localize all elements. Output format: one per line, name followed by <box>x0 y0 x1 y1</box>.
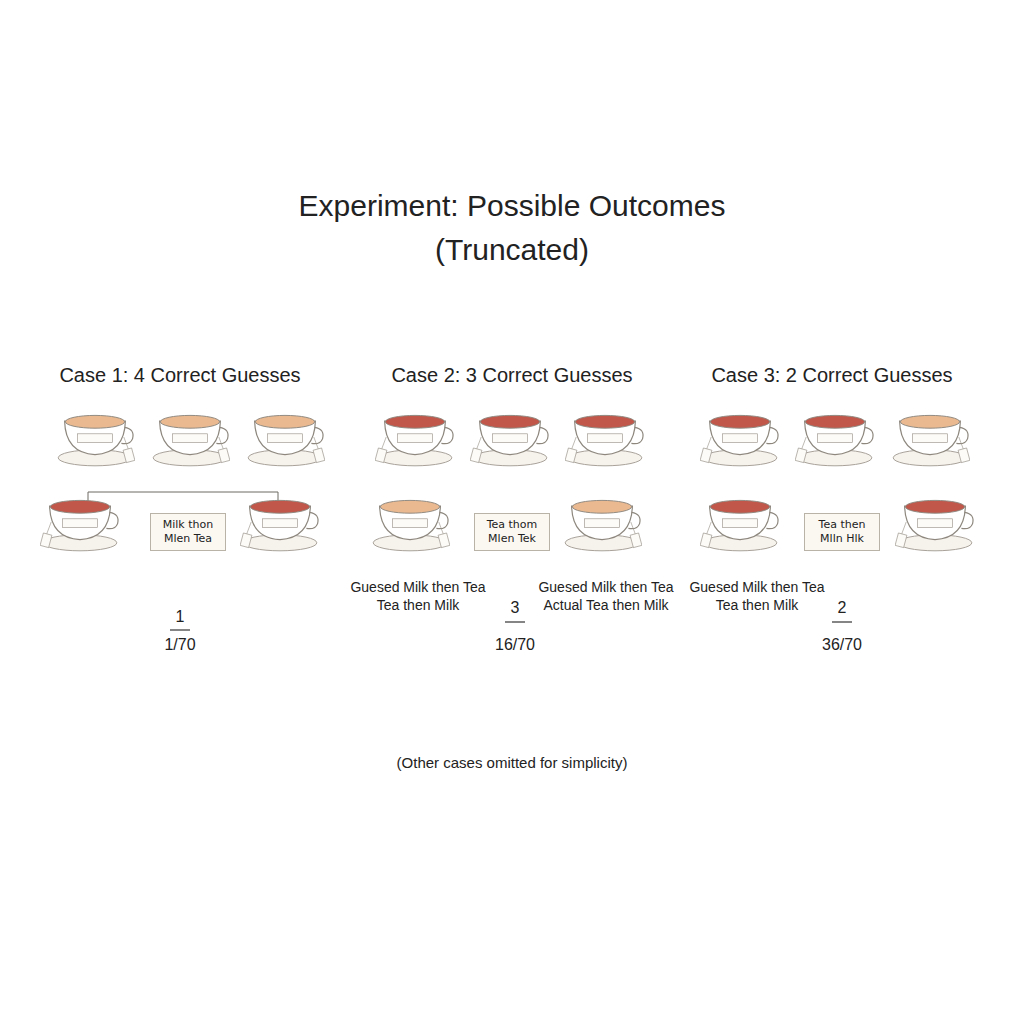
count-number: 3 <box>511 599 520 617</box>
cup-note: Tea then Milk <box>716 597 798 613</box>
cup-note: Tea then Milk <box>377 597 459 613</box>
box-text: Tea then Mlln Hlk <box>810 518 874 546</box>
case-heading: Case 1: 4 Correct Guesses <box>59 364 300 387</box>
count-number: 1 <box>176 608 185 626</box>
cup-note: Guesed Milk then Tea <box>538 579 673 595</box>
cup-note: Guesed Milk then Tea <box>689 579 824 595</box>
label-box: Milk thon Mlen Tea <box>150 513 226 551</box>
diagram-title: Experiment: Possible Outcomes (Truncated… <box>277 184 747 272</box>
count-number: 2 <box>838 599 847 617</box>
cup-note: Guesed Milk then Tea <box>350 579 485 595</box>
box-text: Milk thon Mlen Tea <box>156 518 220 546</box>
label-box: Tea then Mlln Hlk <box>804 513 880 551</box>
probability-fraction: 16/70 <box>495 636 535 654</box>
box-text: Tea thom Mlen Tek <box>480 518 544 546</box>
probability-fraction: 36/70 <box>822 636 862 654</box>
label-box: Tea thom Mlen Tek <box>474 513 550 551</box>
probability-fraction: 1/70 <box>164 636 195 654</box>
case-heading: Case 2: 3 Correct Guesses <box>391 364 632 387</box>
cup-note: Actual Tea then Milk <box>543 597 668 613</box>
case-heading: Case 3: 2 Correct Guesses <box>711 364 952 387</box>
caption: (Other cases omitted for simplicity) <box>397 754 628 771</box>
